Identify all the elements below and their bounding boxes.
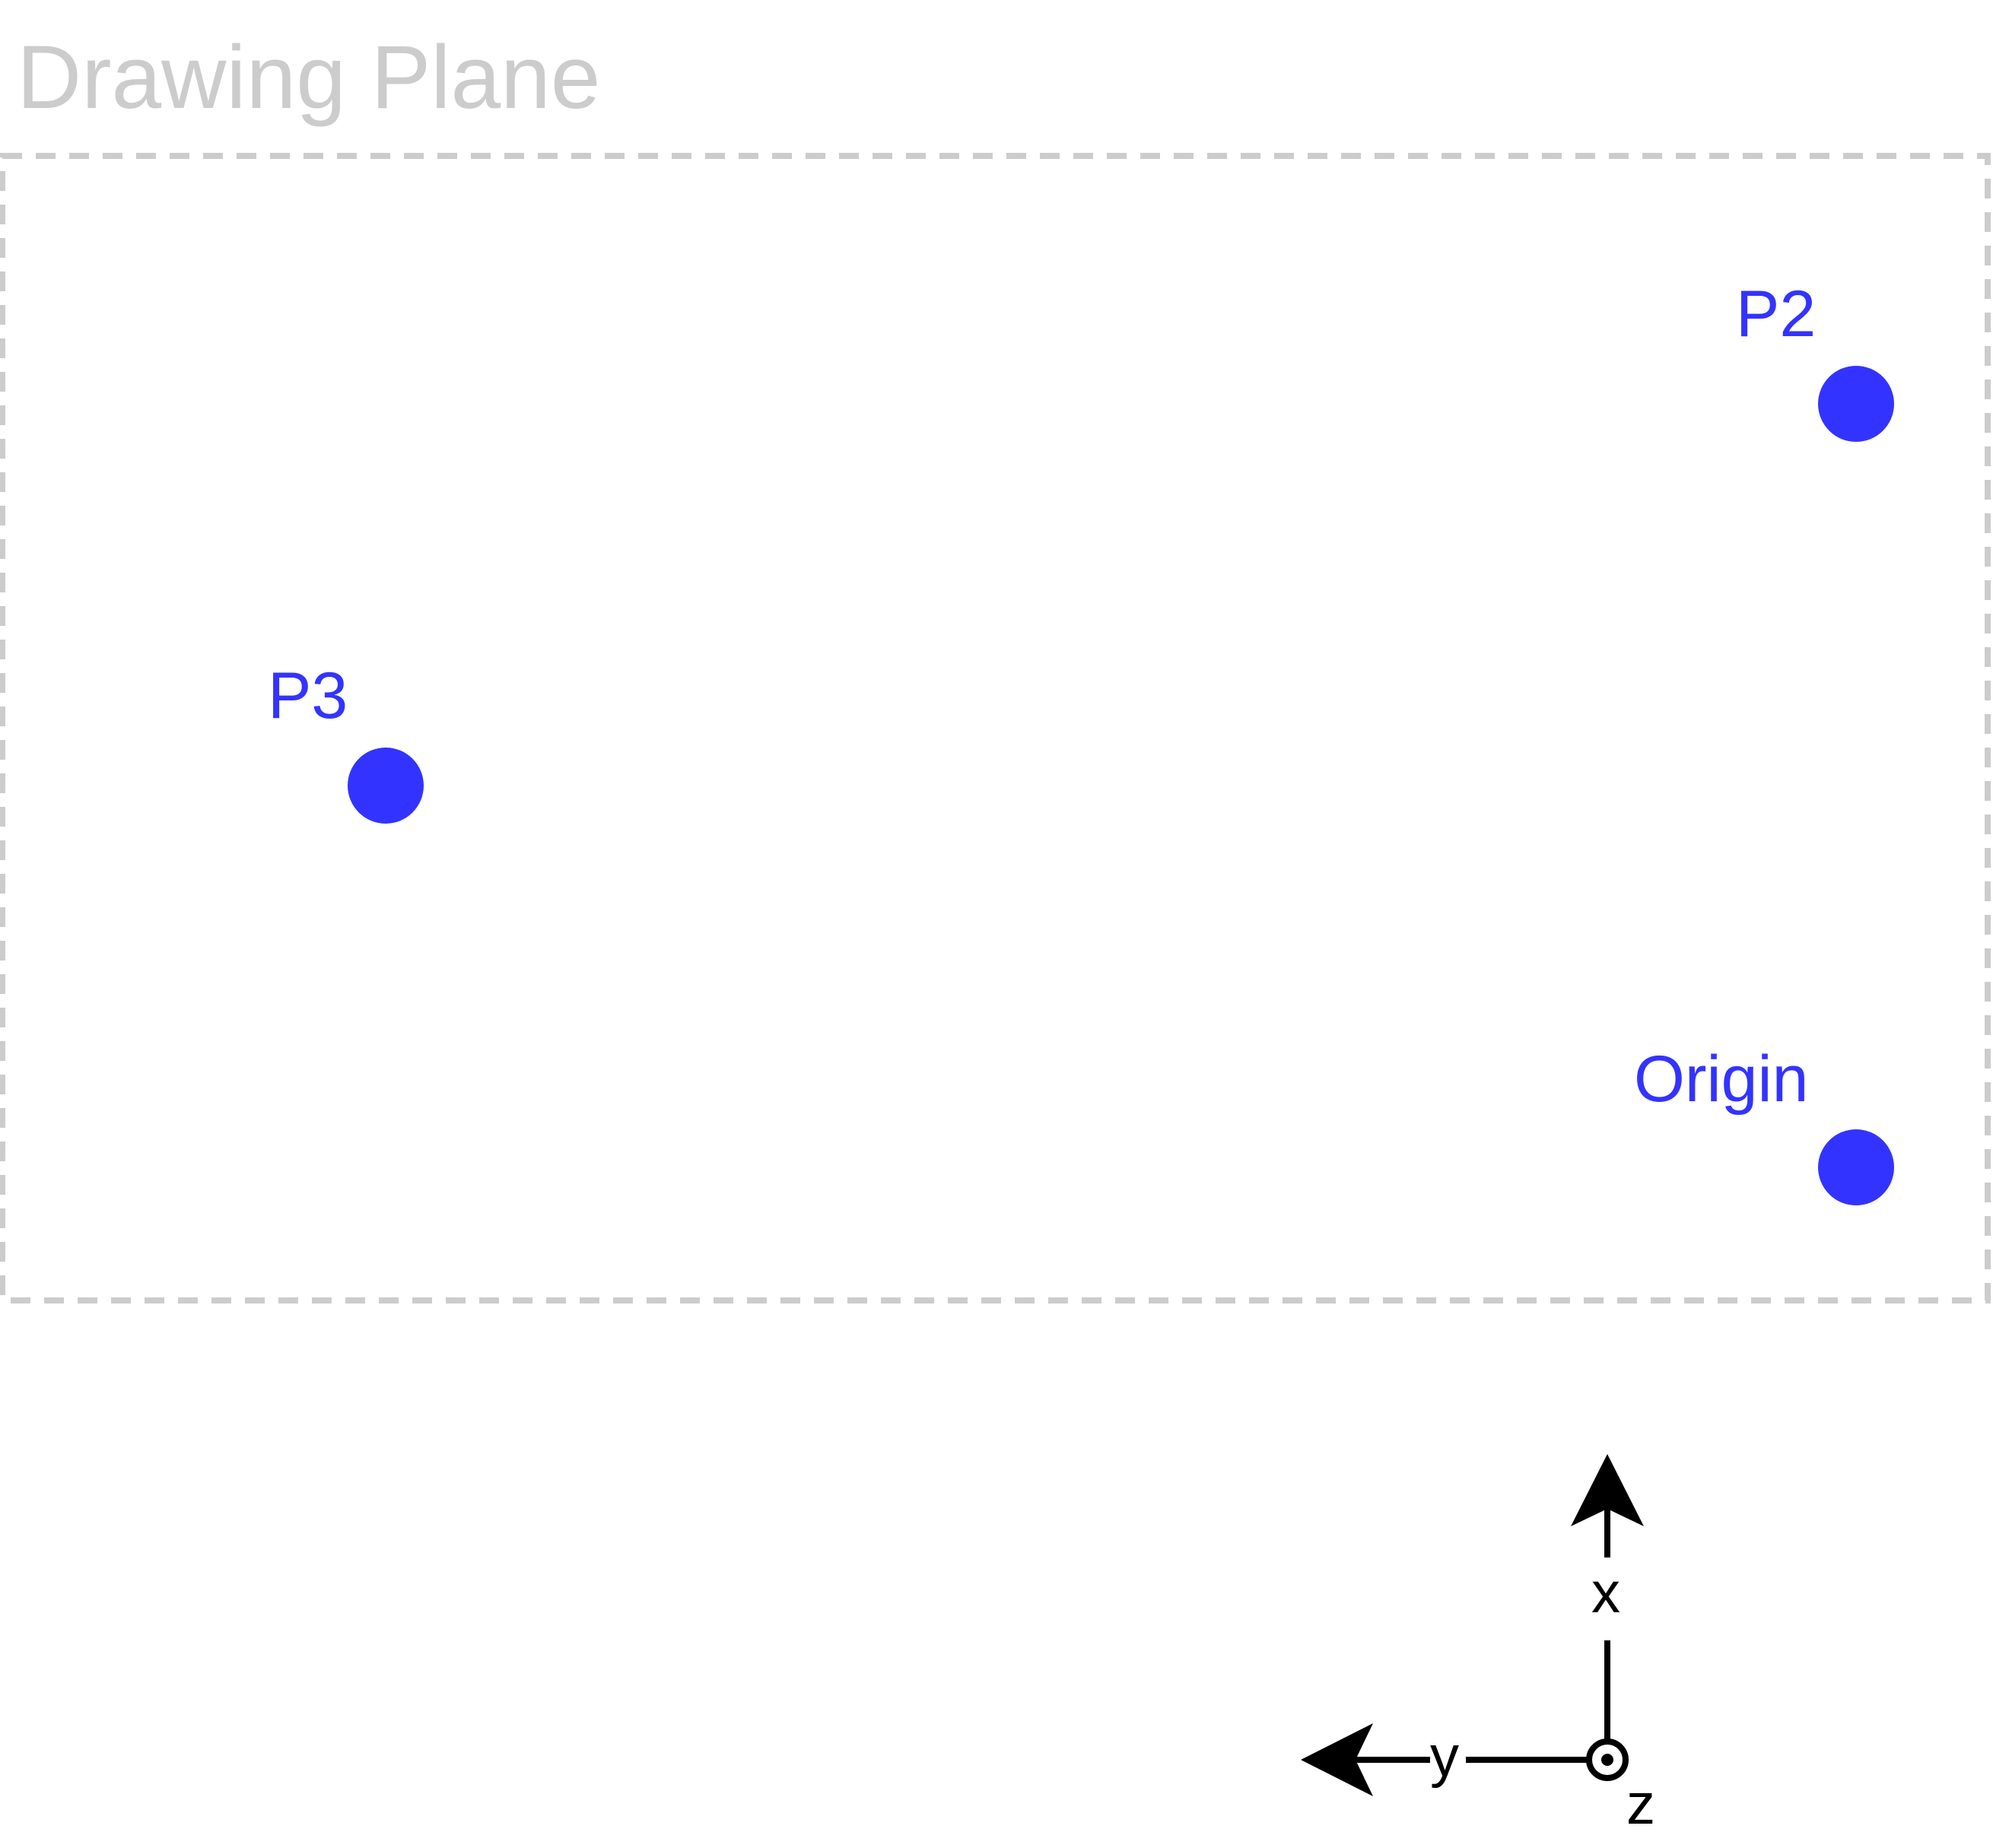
plane-border [0, 153, 1991, 1303]
y-axis-label: y [1430, 1724, 1459, 1789]
y-axis-arrow-icon [1301, 1723, 1373, 1796]
point-marker-p3 [348, 748, 424, 824]
plane-title: Drawing Plane [17, 27, 600, 128]
z-axis-label: z [1626, 1772, 1655, 1837]
y-axis: y [1301, 1723, 1590, 1796]
point-p2: P2 [1736, 278, 1894, 442]
drawing-plane: Drawing Plane [0, 27, 1991, 1303]
point-p3: P3 [268, 659, 424, 824]
x-axis: x [1571, 1454, 1644, 1760]
out-of-page-dot [1601, 1754, 1613, 1766]
x-axis-label: x [1591, 1561, 1620, 1625]
axes-gizmo: x y z [1301, 1454, 1655, 1837]
point-origin: Origin [1634, 1043, 1894, 1205]
point-label-p2: P2 [1736, 278, 1816, 351]
point-marker-origin [1818, 1129, 1894, 1205]
x-axis-arrow-icon [1571, 1454, 1644, 1526]
point-marker-p2 [1818, 366, 1894, 442]
z-axis: z [1586, 1738, 1655, 1837]
point-label-origin: Origin [1634, 1043, 1808, 1116]
point-label-p3: P3 [268, 659, 348, 732]
